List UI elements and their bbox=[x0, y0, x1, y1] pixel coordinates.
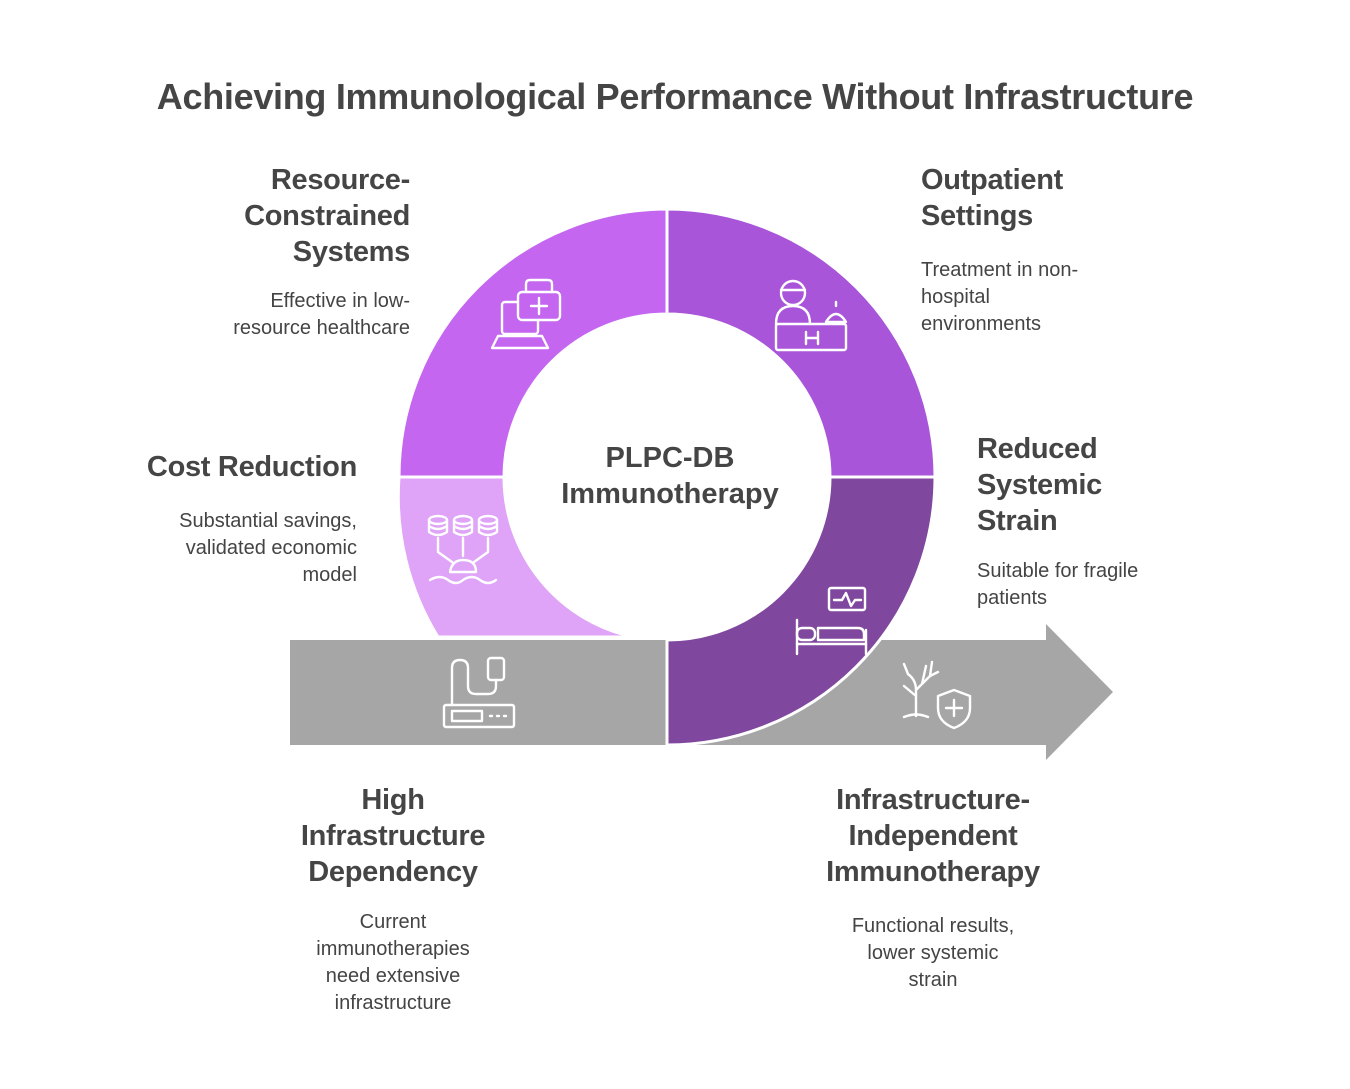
hospital-bed-monitor-icon bbox=[795, 586, 868, 656]
infrastructure-independent-heading: Infrastructure- Independent Immunotherap… bbox=[826, 784, 1040, 888]
center-label-line-1: PLPC-DB bbox=[605, 442, 735, 474]
cost-reduction-heading: Cost Reduction bbox=[146, 451, 357, 483]
hospital-reception-icon bbox=[774, 279, 848, 352]
segment-outpatient-settings bbox=[665, 207, 937, 479]
segment-resource-constrained bbox=[397, 207, 669, 479]
center-label-line-2: Immunotherapy bbox=[561, 478, 779, 510]
resource-constrained-heading: Resource- Constrained Systems bbox=[244, 164, 410, 268]
center-label: PLPC-DB Immunotherapy bbox=[520, 440, 820, 512]
outpatient-settings-heading: Outpatient Settings bbox=[921, 164, 1063, 232]
high-infrastructure-description: Current immunotherapies need extensive i… bbox=[316, 911, 470, 1014]
shield-immunity-icon bbox=[902, 660, 972, 730]
high-infrastructure-heading: High Infrastructure Dependency bbox=[300, 784, 486, 888]
cost-reduction-description: Substantial savings, validated economic … bbox=[179, 510, 357, 586]
diagram-title: Achieving Immunological Performance With… bbox=[156, 76, 1194, 117]
outpatient-settings-description: Treatment in non- hospital environments bbox=[921, 259, 1079, 335]
infusion-pump-icon bbox=[442, 656, 516, 729]
coins-savings-icon bbox=[427, 514, 499, 585]
reduced-strain-heading: Reduced Systemic Strain bbox=[977, 433, 1102, 537]
infrastructure-independent-description: Functional results, lower systemic strai… bbox=[851, 915, 1015, 991]
resource-constrained-description: Effective in low- resource healthcare bbox=[233, 290, 410, 339]
laptop-medical-icon bbox=[490, 278, 562, 350]
reduced-strain-description: Suitable for fragile patients bbox=[977, 560, 1139, 609]
segment-reduced-strain bbox=[665, 475, 937, 747]
